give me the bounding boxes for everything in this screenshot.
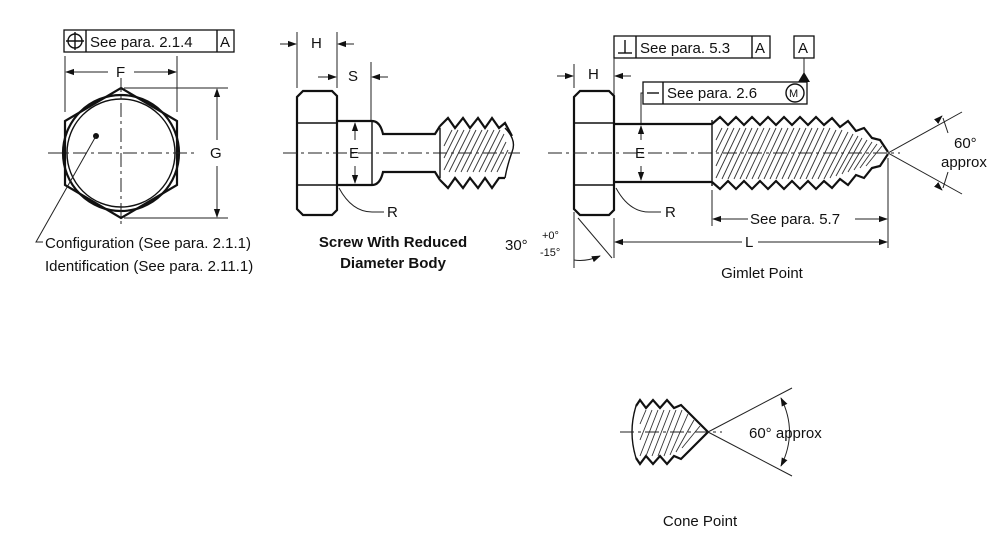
gimlet-dim-e-label: E [635, 145, 645, 162]
radius-r-label: R [387, 204, 398, 221]
reduced-body-screw-view: H S E R Screw [280, 32, 520, 272]
hex-end-view: See para. 2.1.4 A F G Configuration (See… [35, 29, 253, 275]
dim-f-label: F [116, 64, 125, 81]
gimlet-body-shank [614, 122, 712, 184]
perpendicularity-frame: See para. 5.3 A [613, 35, 771, 59]
position-symbol-icon [66, 32, 84, 50]
gimlet-angle-label-2: approx [941, 154, 987, 171]
datum-a-label: A [798, 40, 808, 57]
cone-point-detail: 60° approx Cone Point [620, 387, 822, 530]
reduced-body-caption-line1: Screw With Reduced [319, 234, 467, 251]
reduced-body-caption-line2: Diameter Body [340, 255, 447, 272]
gimlet-screw-head [572, 89, 616, 217]
straightness-frame: See para. 2.6 M [642, 81, 808, 105]
gimlet-threads [711, 115, 889, 191]
dim-s-label: S [348, 68, 358, 85]
mmc-modifier-icon [785, 83, 805, 103]
dim-g-label: G [210, 145, 222, 162]
chamfer-tolerance-minus: -15° [540, 247, 560, 259]
gimlet-point-screw-view: See para. 5.3 A A See para. 2.6 M H [505, 35, 987, 282]
identification-note: Identification (See para. 2.11.1) [45, 258, 253, 275]
cone-angle-label: 60° approx [749, 425, 822, 442]
configuration-note: Configuration (See para. 2.1.1) [45, 235, 251, 252]
dim-h-label: H [311, 35, 322, 52]
chamfer-tolerance-plus: +0° [542, 230, 559, 242]
gimlet-radius-r-label: R [665, 204, 676, 221]
position-tolerance-frame: See para. 2.1.4 A [63, 29, 235, 53]
datum-a-feature-symbol: A [793, 35, 815, 82]
hex-head-outline [63, 86, 179, 220]
thread-length-label: See para. 5.7 [750, 211, 840, 228]
mmc-symbol: M [789, 88, 798, 100]
dim-e-label: E [349, 145, 359, 162]
position-datum-ref: A [220, 34, 230, 51]
reduced-screw-threads [439, 116, 513, 190]
gimlet-angle-label-1: 60° [954, 135, 977, 152]
cone-point-threads [635, 398, 709, 466]
straightness-text: See para. 2.6 [667, 85, 757, 102]
perpendicularity-text: See para. 5.3 [640, 40, 730, 57]
position-tolerance-text: See para. 2.1.4 [90, 34, 193, 51]
reduced-screw-head [295, 89, 339, 217]
perpendicularity-symbol-icon [618, 40, 632, 54]
perpendicularity-datum-ref: A [755, 40, 765, 57]
gimlet-dim-h-label: H [588, 66, 599, 83]
dim-l-label: L [745, 234, 753, 251]
chamfer-angle-label: 30° [505, 237, 528, 254]
gimlet-caption: Gimlet Point [721, 265, 804, 282]
cone-caption: Cone Point [663, 513, 738, 530]
